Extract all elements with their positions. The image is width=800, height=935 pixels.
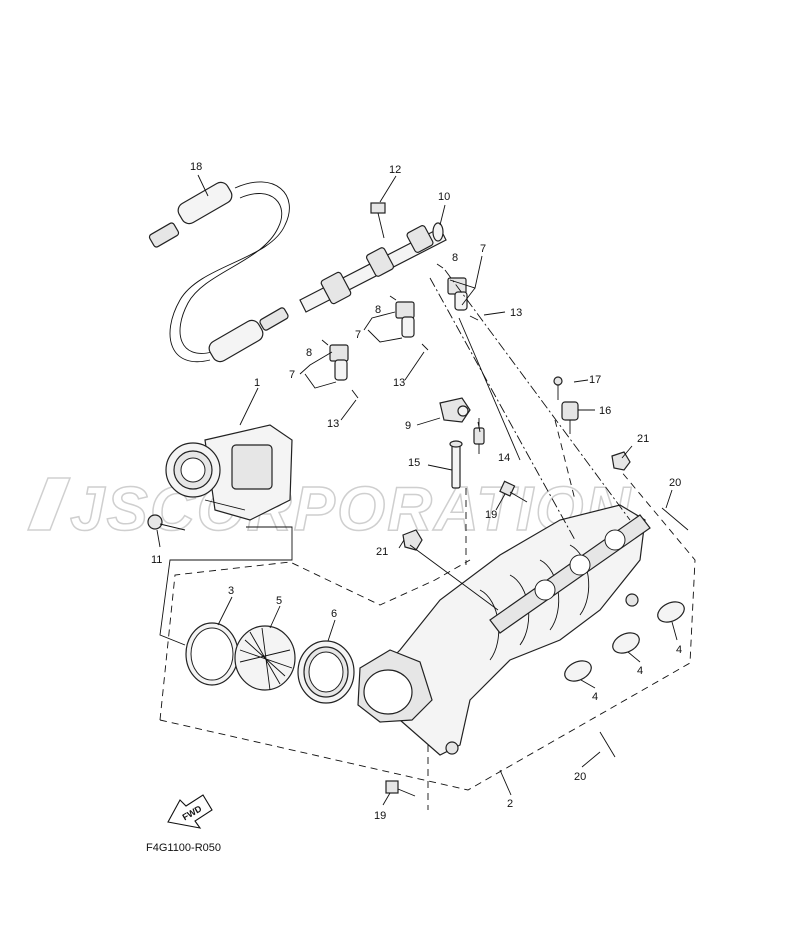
- callout-8-right: 8: [452, 252, 458, 264]
- fwd-arrow: FWD: [167, 794, 213, 829]
- injector-right: [436, 263, 479, 321]
- bolt-19-b: [385, 780, 416, 797]
- callout-2: 2: [507, 798, 513, 810]
- callout-13-left: 13: [327, 418, 339, 430]
- sensor-16: [561, 401, 579, 434]
- o-ring-4-c: [657, 601, 685, 623]
- screen-5: [234, 625, 296, 691]
- pipe-15: [449, 440, 463, 489]
- callout-17: 17: [589, 374, 601, 386]
- callout-9: 9: [405, 420, 411, 432]
- callout-6: 6: [331, 608, 337, 620]
- callout-11: 11: [151, 554, 162, 566]
- callout-4-middle: 4: [637, 665, 643, 677]
- callout-13-right: 13: [510, 307, 522, 319]
- callout-13-middle: 13: [393, 377, 405, 389]
- bolt-17: [553, 376, 563, 400]
- o-ring-4-a: [564, 660, 592, 682]
- callout-4-left: 4: [592, 691, 598, 703]
- bolt-11: [147, 514, 186, 531]
- callout-16: 16: [599, 405, 611, 417]
- sleeve-6: [297, 640, 355, 704]
- callout-21-right: 21: [637, 433, 649, 445]
- callout-numbers: 18 12 10 7 8 13 8 7 8 7 13 1 13 17 16 9 …: [151, 161, 682, 822]
- throttle-body: [165, 424, 293, 521]
- bolt-12: [370, 202, 386, 239]
- callout-4-right: 4: [676, 644, 682, 656]
- grommet-21-a: [611, 451, 631, 471]
- callout-3: 3: [228, 585, 234, 597]
- fuel-hose: [148, 181, 290, 363]
- callout-7-middle: 7: [355, 329, 361, 341]
- sensor-9: [439, 397, 471, 423]
- callout-7-left: 7: [289, 369, 295, 381]
- intake-manifold: [357, 504, 651, 756]
- callout-8-middle: 8: [375, 304, 381, 316]
- callout-10: 10: [438, 191, 450, 203]
- fitting-14: [473, 418, 485, 454]
- callout-14: 14: [498, 452, 510, 464]
- grommet-21-b: [402, 529, 423, 551]
- leader-lines: [156, 174, 696, 810]
- callout-8-left: 8: [306, 347, 312, 359]
- callout-19-upper: 19: [485, 509, 497, 521]
- callout-20-lower: 20: [574, 771, 586, 783]
- callout-12: 12: [389, 164, 401, 176]
- callout-15: 15: [408, 457, 420, 469]
- stud-20-b: [599, 731, 616, 758]
- fuel-rail: [299, 222, 447, 313]
- callout-20-right: 20: [669, 477, 681, 489]
- stud-20-a: [661, 507, 689, 531]
- o-ring-4-b: [612, 632, 640, 654]
- injector-left: [321, 339, 359, 399]
- callout-21-left: 21: [376, 546, 388, 558]
- callout-18: 18: [190, 161, 202, 173]
- callout-7-right: 7: [480, 243, 486, 255]
- callout-5: 5: [276, 595, 282, 607]
- injector-middle: [389, 295, 429, 351]
- drawing-code: F4G1100-R050: [146, 842, 221, 854]
- bolt-19-a: [499, 480, 528, 503]
- callout-1: 1: [254, 377, 260, 389]
- gasket-3: [185, 622, 239, 686]
- callout-19-lower: 19: [374, 810, 386, 822]
